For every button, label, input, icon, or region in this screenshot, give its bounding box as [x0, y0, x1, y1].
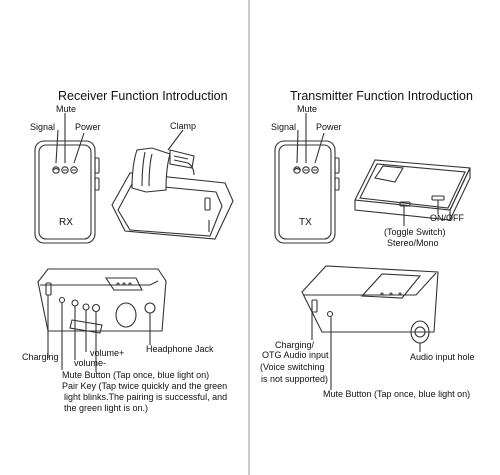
receiver-front-device [34, 140, 100, 244]
receiver-clamp-label: Clamp [170, 121, 197, 131]
receiver-back-device [111, 147, 234, 240]
transmitter-audio-input-label: Audio input hole [410, 352, 475, 362]
receiver-headphone-jack-label: Headphone Jack [146, 344, 214, 354]
receiver-charging-label: Charging [22, 352, 59, 362]
transmitter-charging-line-3: (Voice switching [260, 362, 325, 372]
receiver-volume-down-label: volume- [74, 358, 107, 368]
transmitter-signal-label: Signal [271, 122, 297, 132]
transmitter-on-off-label: ON/OFF [430, 213, 464, 223]
receiver-title: Receiver Function Introduction [58, 89, 228, 103]
transmitter-toggle-switch-label: (Toggle Switch) [384, 227, 446, 237]
receiver-power-label: Power [75, 122, 101, 132]
transmitter-mute-label: Mute [297, 104, 318, 114]
receiver-pair-key-line-3: the green light is on.) [64, 403, 149, 413]
transmitter-mute-button-label: Mute Button (Tap once, blue light on) [323, 389, 471, 399]
transmitter-back-device [354, 159, 471, 221]
receiver-volume-up-label: volume+ [90, 348, 125, 358]
transmitter-device-label: TX [299, 217, 312, 228]
receiver-side-device [37, 268, 167, 334]
receiver-mute-label: Mute [56, 104, 77, 114]
transmitter-charging-line-2: OTG Audio input [262, 350, 329, 360]
transmitter-front-device [274, 140, 340, 244]
receiver-signal-label: Signal [30, 122, 56, 132]
receiver-pair-key-line-1: Pair Key (Tap twice quickly and the gree… [62, 381, 228, 391]
transmitter-title: Transmitter Function Introduction [290, 89, 473, 103]
receiver-mute-button-label: Mute Button (Tap once, blue light on) [62, 370, 210, 380]
transmitter-charging-line-4: is not supported) [261, 374, 329, 384]
transmitter-side-device [301, 265, 439, 344]
receiver-device-label: RX [59, 217, 73, 228]
transmitter-power-label: Power [316, 122, 342, 132]
transmitter-stereo-mono-label: Stereo/Mono [387, 238, 439, 248]
transmitter-charging-line-1: Charging/ [275, 340, 315, 350]
receiver-pair-key-line-2: light blinks.The pairing is successful, … [64, 392, 228, 402]
